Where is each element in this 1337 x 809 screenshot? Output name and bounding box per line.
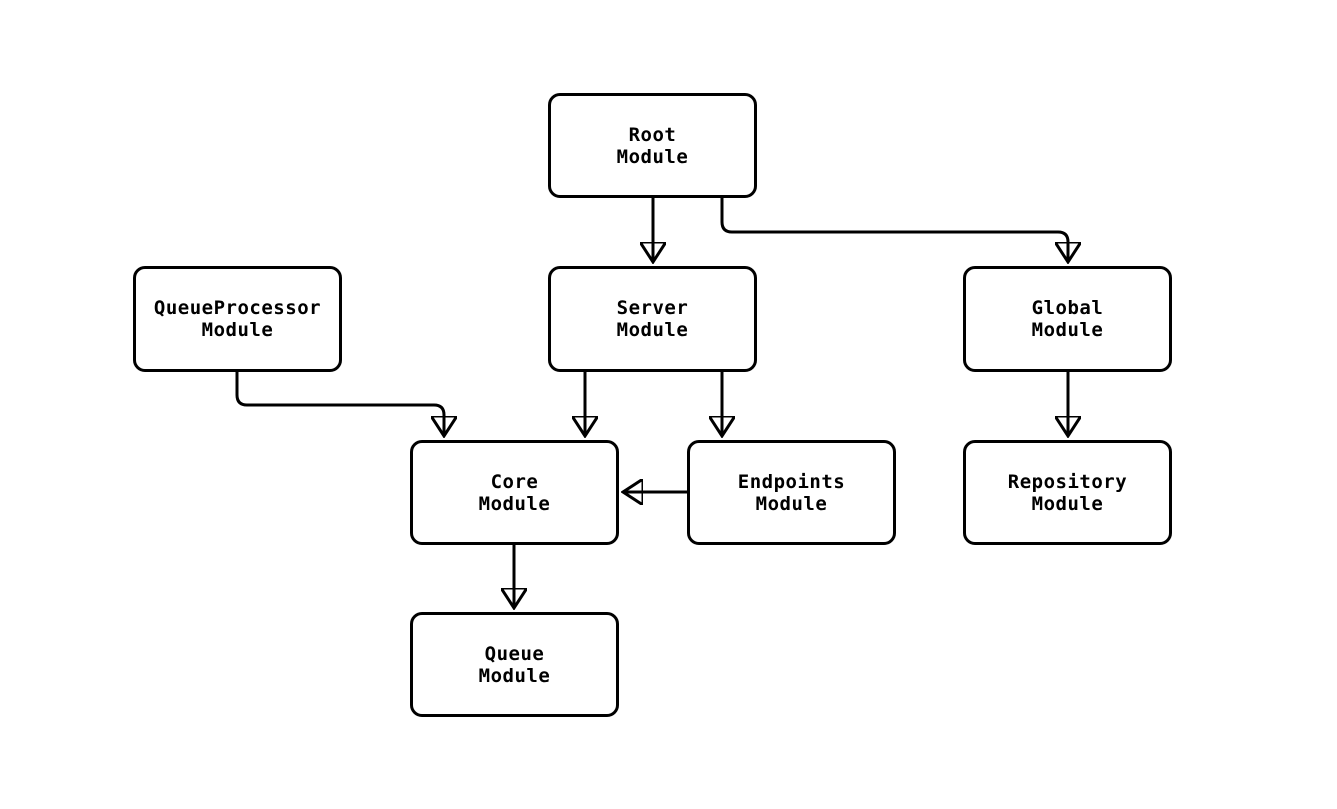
edges-group: [235, 198, 1068, 608]
module-label: Server Module: [616, 297, 689, 341]
node-core-module: Core Module: [410, 440, 619, 545]
node-repository-module: Repository Module: [963, 440, 1172, 545]
edge-queueprocessor-to-core: [235, 372, 444, 436]
node-queueprocessor-module: QueueProcessor Module: [133, 266, 342, 372]
node-endpoints-module: Endpoints Module: [687, 440, 896, 545]
node-global-module: Global Module: [963, 266, 1172, 372]
node-root-module: Root Module: [548, 93, 757, 198]
module-label: Repository Module: [1007, 470, 1128, 515]
edge-root-to-global: [720, 198, 1068, 262]
module-label: Core Module: [478, 470, 551, 515]
module-label: Global Module: [1031, 297, 1104, 341]
module-label: Queue Module: [478, 642, 551, 687]
node-server-module: Server Module: [548, 266, 757, 372]
module-label: QueueProcessor Module: [153, 297, 322, 341]
module-label: Endpoints Module: [737, 470, 846, 515]
module-label: Root Module: [616, 123, 689, 168]
node-queue-module: Queue Module: [410, 612, 619, 717]
